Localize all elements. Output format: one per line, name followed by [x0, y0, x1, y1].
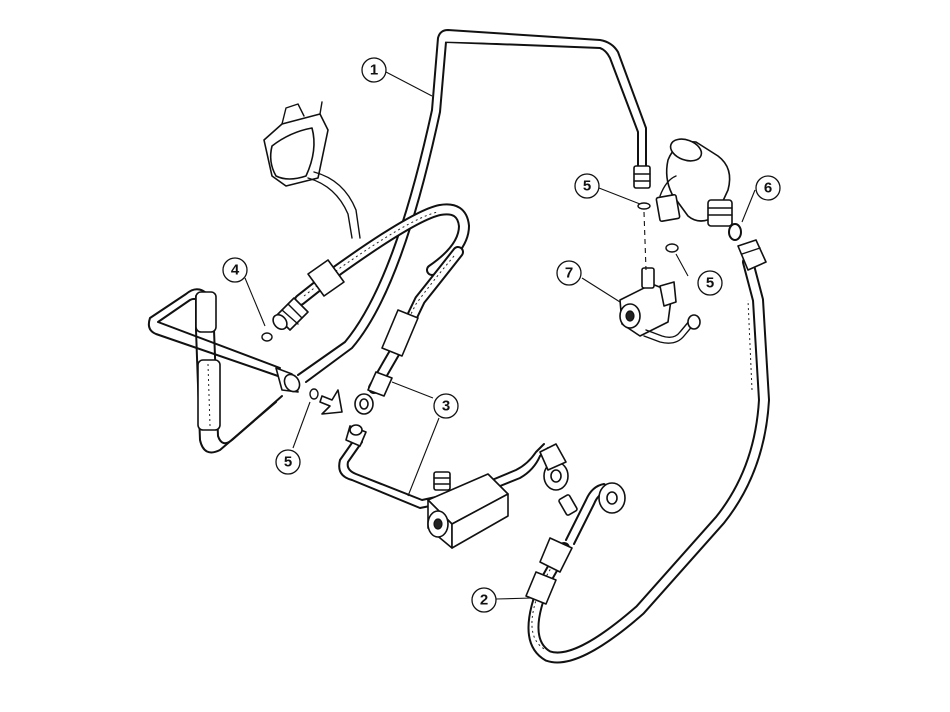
svg-text:6: 6 — [764, 180, 772, 197]
svg-text:2: 2 — [480, 592, 488, 609]
o-ring-6 — [728, 223, 742, 241]
callout-3: 3 — [433, 393, 459, 419]
callout-7: 7 — [556, 260, 582, 286]
svg-text:1: 1 — [370, 62, 378, 79]
discharge-hose-2 — [525, 239, 770, 664]
o-ring-5-lower-left — [309, 388, 319, 400]
manifold-block — [427, 471, 509, 549]
svg-text:3: 3 — [442, 398, 450, 415]
leader-lines — [244, 71, 756, 600]
suction-hose-assembly-3 — [338, 246, 569, 509]
svg-text:5: 5 — [284, 454, 292, 471]
direction-arrow-icon — [319, 389, 343, 415]
mounting-clip — [263, 101, 361, 239]
o-ring-5-right — [665, 243, 679, 253]
callout-5-upper: 5 — [574, 173, 600, 199]
callout-5-lower-left: 5 — [275, 449, 301, 475]
assembly-line — [643, 211, 647, 271]
o-ring-5-upper — [637, 202, 651, 210]
svg-text:5: 5 — [583, 178, 591, 195]
svg-text:7: 7 — [565, 265, 573, 282]
receiver-drier — [655, 138, 733, 227]
left-loop-pipes — [147, 288, 301, 454]
service-valve-7 — [619, 267, 701, 344]
rigid-pipe-1 — [297, 29, 651, 383]
svg-text:5: 5 — [706, 275, 714, 292]
upper-flexible-hose — [272, 203, 470, 331]
callout-4: 4 — [222, 257, 248, 283]
o-ring-4 — [261, 332, 273, 342]
callout-2: 2 — [471, 587, 497, 613]
callout-5-right: 5 — [697, 270, 723, 296]
callout-6: 6 — [755, 175, 781, 201]
svg-text:4: 4 — [231, 262, 240, 279]
callout-1: 1 — [361, 57, 387, 83]
